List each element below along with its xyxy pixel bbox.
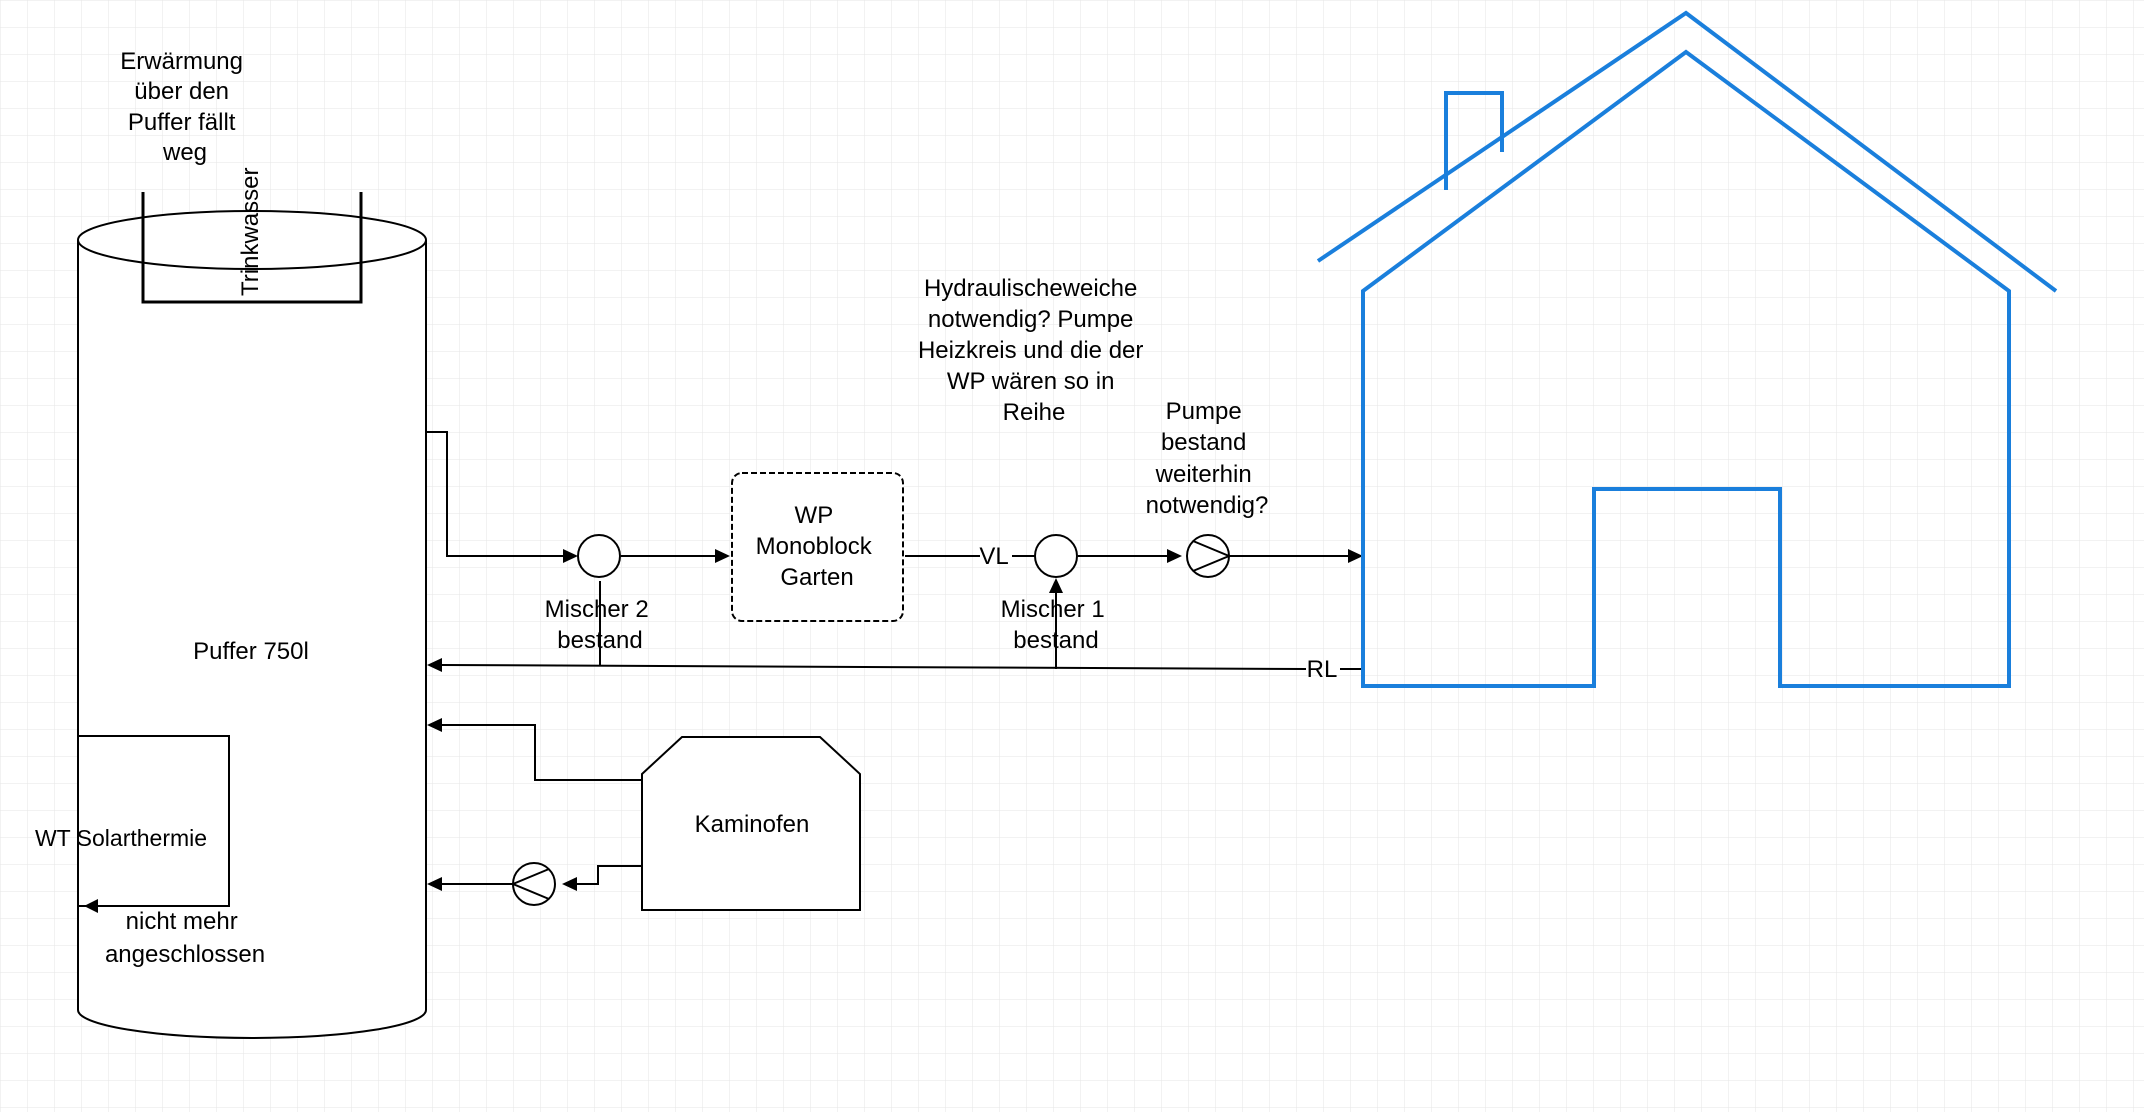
buffer-tank[interactable]: [77, 210, 427, 1039]
question-note: Hydraulischeweiche notwendig? Pumpe Heiz…: [918, 275, 1150, 426]
flow-line: [426, 431, 1356, 557]
house-chimney: [1444, 91, 1504, 190]
tank-top: [77, 210, 427, 270]
return-line: [441, 581, 1363, 670]
dhw-coil-label: Trinkwasser: [237, 168, 264, 296]
tank-label: Puffer 750l: [193, 638, 309, 665]
stove-pump[interactable]: [510, 862, 556, 906]
return-label: RL: [1307, 656, 1338, 683]
stove-label: Kaminofen: [695, 811, 810, 838]
solar-hx-label: WT Solarthermie: [35, 825, 207, 851]
solar-arrowhead: [84, 899, 98, 913]
dhw-coil: [141, 192, 363, 304]
mixer-1-label: Mischer 1 bestand: [1001, 596, 1112, 654]
stove-return-line: [442, 865, 642, 885]
flow-arrowheads: [563, 549, 1363, 563]
stove-flow-line: [442, 724, 642, 781]
solar-note: nicht mehr angeschlossen: [105, 908, 265, 968]
stove-flow-arrowhead: [427, 718, 442, 732]
mixer-1-bypass-arrowhead: [1049, 578, 1063, 593]
stove-return-arrowhead-2: [427, 877, 442, 891]
mixer-2[interactable]: [577, 534, 621, 578]
house-roof-outer: [1316, 10, 2058, 293]
heating-pump[interactable]: [1186, 534, 1232, 578]
coil-note: Erwärmung über den Puffer fällt weg: [120, 48, 249, 166]
heat-pump-label: WP Monoblock Garten: [756, 502, 879, 591]
pump-note: Pumpe bestand weiterhin notwendig?: [1146, 398, 1269, 519]
stove-outline[interactable]: [641, 736, 861, 911]
house-walls: [1361, 49, 2011, 688]
house-icon: [1316, 10, 2058, 688]
return-arrowhead: [427, 658, 442, 672]
tank-body: [77, 240, 427, 1039]
stove-return-arrowhead-1: [562, 877, 577, 891]
mixer-1[interactable]: [1034, 534, 1078, 578]
flow-label: VL: [979, 543, 1008, 570]
heat-pump-box[interactable]: [731, 472, 904, 622]
